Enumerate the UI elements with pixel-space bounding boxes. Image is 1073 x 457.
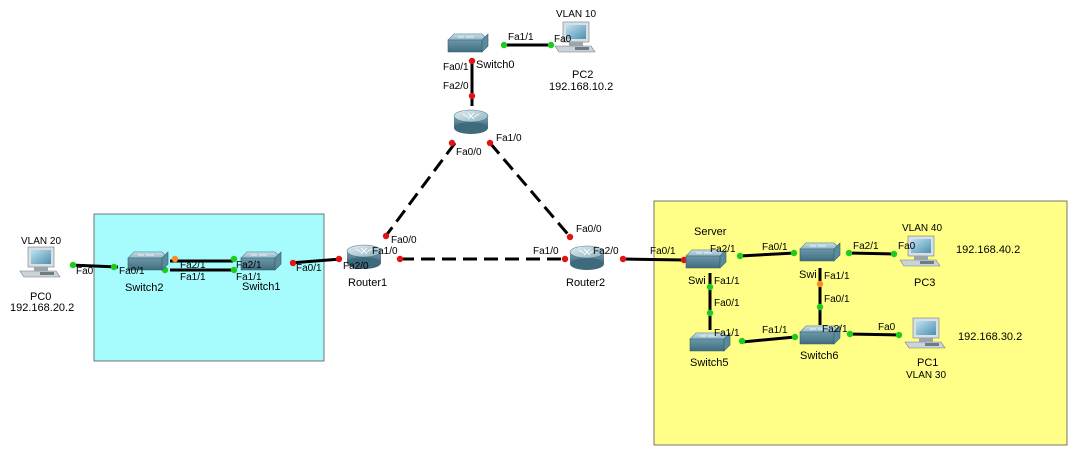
port-label-sw5-fa0-1: Fa0/1 — [714, 298, 740, 309]
pc0-vlan-label: VLAN 20 — [21, 236, 61, 247]
port-label-swr-fa1-1: Fa1/1 — [824, 271, 850, 282]
right-area — [653, 200, 1068, 446]
port-label-sw1-fa2-1: Fa2/1 — [236, 260, 262, 271]
port-label-srv-fa0-1: Fa0/1 — [650, 246, 676, 257]
cables-dashed — [383, 142, 574, 261]
cable-router0-router1[interactable] — [383, 142, 457, 238]
switch-right-name-label: Swi — [799, 269, 817, 281]
port-label-sw1-fa1-1: Fa1/1 — [236, 272, 262, 283]
pc0-name-label: PC0 — [30, 291, 51, 303]
port-label-sw6-fa0-1: Fa0/1 — [824, 294, 850, 305]
link-leds — [69, 41, 903, 345]
port-label-sw0-fa0-1: Fa0/1 — [443, 62, 469, 73]
cable-switch6-pc1[interactable] — [847, 332, 902, 337]
port-label-pc0-fa0: Fa0 — [76, 266, 94, 277]
pc3-name-label: PC3 — [914, 277, 935, 289]
port-label-sw1-fa0-1: Fa0/1 — [296, 263, 322, 274]
left-area — [93, 213, 325, 362]
pc1-ip-label: 192.168.30.2 — [958, 331, 1022, 343]
port-label-r0-fa1-0: Fa1/0 — [496, 133, 522, 144]
port-label-srv-fa2-1: Fa2/1 — [710, 244, 736, 255]
pc0-icon[interactable] — [19, 246, 61, 278]
port-label-sw2-fa2-1: Fa2/1 — [180, 260, 206, 271]
port-label-sw2-fa1-1: Fa1/1 — [180, 272, 206, 283]
port-label-pc2-fa0: Fa0 — [554, 34, 572, 45]
port-label-r2-fa1-0: Fa1/0 — [533, 246, 559, 257]
pc1-vlan-label: VLAN 30 — [906, 370, 946, 381]
switch-right-icon[interactable] — [799, 242, 841, 262]
switch0-name-label: Switch0 — [476, 59, 515, 71]
pc3-ip-label: 192.168.40.2 — [956, 244, 1020, 256]
port-label-swr-fa0-1: Fa0/1 — [762, 242, 788, 253]
port-label-r1-fa0-0: Fa0/0 — [391, 235, 417, 246]
switch2-name-label: Switch2 — [125, 282, 164, 294]
port-label-pc1-fa0: Fa0 — [878, 322, 896, 333]
port-label-sw6-fa1-1: Fa1/1 — [762, 325, 788, 336]
switch1-name-label: Switch1 — [242, 281, 281, 293]
port-label-srv-fa1-1: Fa1/1 — [714, 276, 740, 287]
port-label-r0-fa2-0: Fa2/0 — [443, 81, 469, 92]
server-label: Server — [694, 226, 727, 238]
port-label-r2-fa2-0: Fa2/0 — [593, 246, 619, 257]
router1-name-label: Router1 — [348, 277, 387, 289]
port-label-sw0-fa1-1: Fa1/1 — [508, 32, 534, 43]
switch0-icon[interactable] — [447, 33, 489, 53]
cable-server-switchright[interactable] — [739, 251, 796, 258]
port-label-sw6-fa2-1: Fa2/1 — [822, 324, 848, 335]
router0-icon[interactable] — [453, 109, 489, 135]
cable-router0-router2[interactable] — [488, 142, 574, 240]
port-label-r2-fa0-0: Fa0/0 — [576, 224, 602, 235]
cable-pc0-switch2[interactable] — [69, 263, 119, 269]
router2-name-label: Router2 — [566, 277, 605, 289]
pc2-vlan-label: VLAN 10 — [556, 9, 596, 20]
cables-solid — [69, 43, 902, 344]
switch6-name-label: Switch6 — [800, 350, 839, 362]
port-label-sw2-fa0-1: Fa0/1 — [119, 266, 145, 277]
port-label-r1-fa2-0: Fa2/0 — [343, 261, 369, 272]
pc1-name-label: PC1 — [917, 357, 938, 369]
server-switch-name-label: Swi — [688, 275, 706, 287]
cable-switch5-switch6[interactable] — [741, 335, 796, 344]
port-label-swr-fa2-1: Fa2/1 — [853, 241, 879, 252]
pc2-name-label: PC2 — [572, 69, 593, 81]
port-label-r1-fa1-0: Fa1/0 — [372, 246, 398, 257]
pc2-ip-label: 192.168.10.2 — [549, 81, 613, 93]
cable-router2-server[interactable] — [622, 257, 685, 262]
cable-switchright-pc3[interactable] — [847, 251, 896, 256]
pc3-vlan-label: VLAN 40 — [902, 223, 942, 234]
port-label-sw5-fa1-1: Fa1/1 — [714, 328, 740, 339]
port-label-r0-fa0-0: Fa0/0 — [456, 147, 482, 158]
cable-switch1-router1[interactable] — [289, 257, 342, 265]
switch5-name-label: Switch5 — [690, 357, 729, 369]
pc0-ip-label: 192.168.20.2 — [10, 302, 74, 314]
port-label-pc3-fa0: Fa0 — [898, 241, 916, 252]
port-labels: Fa0 Fa0/1 Fa2/1 Fa1/1 Fa2/1 Fa1/1 Fa0/1 … — [76, 32, 916, 339]
